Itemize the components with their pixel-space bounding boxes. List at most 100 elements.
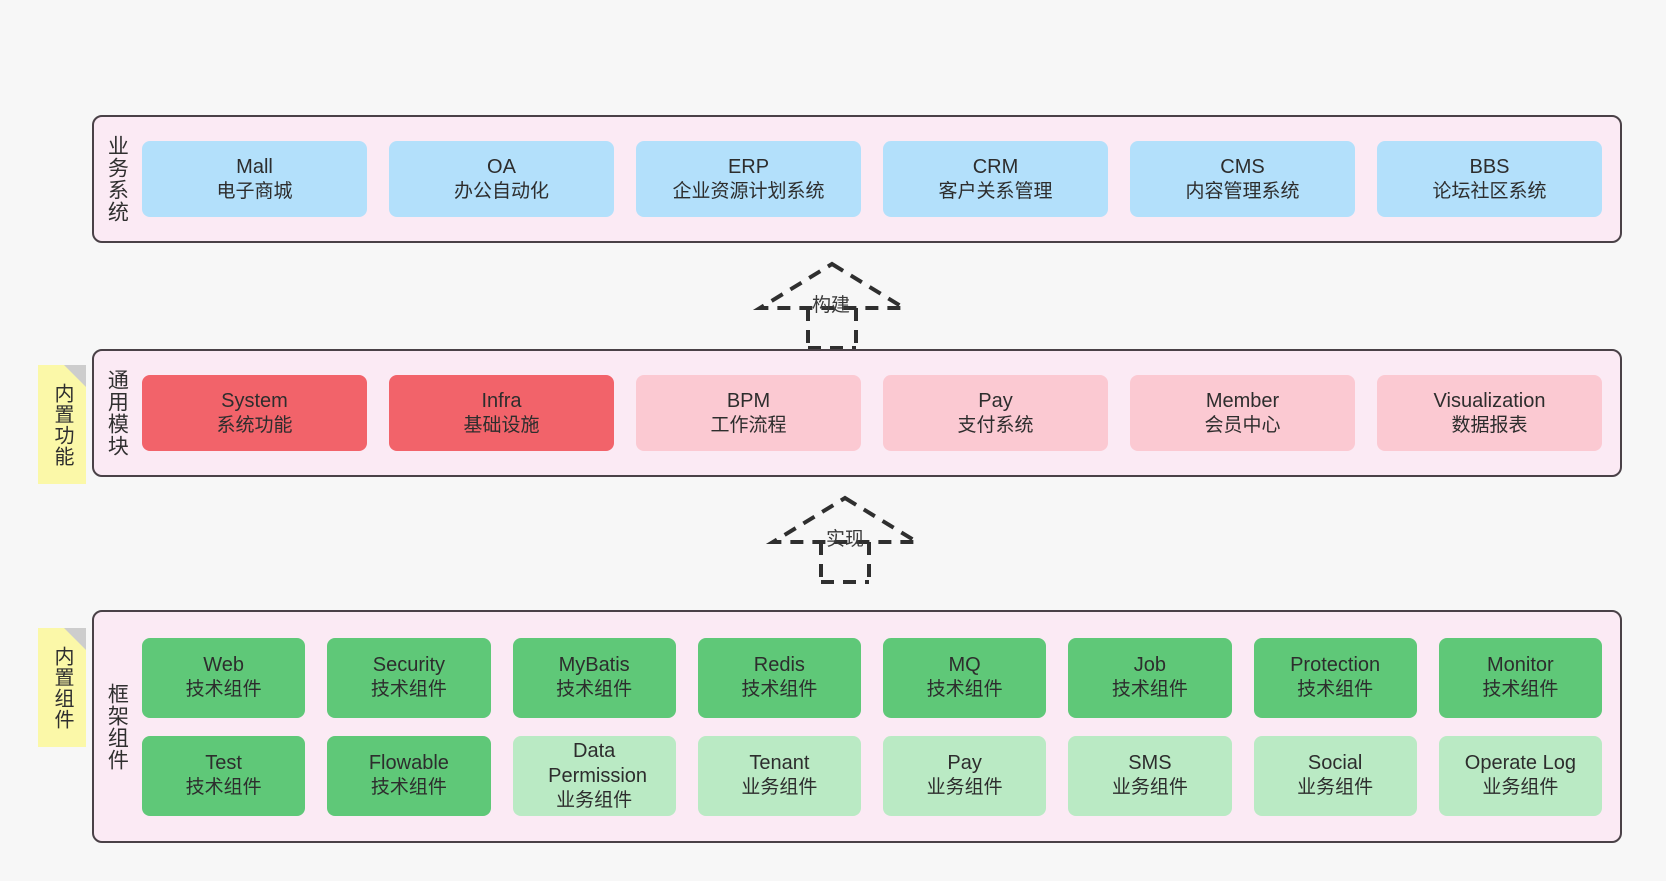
- card-row: Web 技术组件 Security 技术组件 MyBatis 技术组件 Redi…: [142, 637, 1602, 718]
- connector-build-arrow: [752, 261, 912, 350]
- card-title-en: Web: [203, 654, 244, 677]
- card-title-cn: 客户关系管理: [938, 180, 1053, 202]
- note-label: 内置功能: [51, 382, 73, 467]
- note-label: 内置组件: [51, 645, 73, 730]
- card-title-cn: 论坛社区系统: [1432, 180, 1547, 202]
- card-title-en: MQ: [948, 654, 981, 677]
- note-fold-corner-icon: [64, 628, 86, 650]
- card-title-cn: 支付系统: [957, 414, 1034, 436]
- layer-title-framework-component: 框架组件: [105, 682, 129, 771]
- card-title-en: Visualization: [1433, 389, 1546, 412]
- card-title-en: Monitor: [1487, 654, 1554, 677]
- card-sms[interactable]: SMS 业务组件: [1068, 735, 1232, 816]
- card-title-cn: 业务组件: [926, 777, 1003, 799]
- card-title-en: Infra: [481, 389, 522, 412]
- card-title-en: Tenant: [749, 752, 810, 775]
- note-builtin-component: 内置组件: [38, 628, 86, 747]
- card-title-cn: 技术组件: [926, 679, 1003, 701]
- card-title-cn: 技术组件: [370, 777, 447, 799]
- card-bbs[interactable]: BBS 论坛社区系统: [1377, 141, 1602, 217]
- card-title-en: Job: [1133, 654, 1166, 677]
- card-title-en: Pay: [947, 752, 982, 775]
- card-redis[interactable]: Redis 技术组件: [697, 637, 861, 718]
- layer-body-common-module: System 系统功能 Infra 基础设施 BPM 工作流程 Pay 支付系统…: [138, 351, 1620, 475]
- layer-business-system: 业务系统 Mall 电子商城 OA 办公自动化 ERP 企业资源计划系统 CRM…: [92, 115, 1622, 243]
- card-title-cn: 业务组件: [1482, 777, 1559, 799]
- card-web[interactable]: Web 技术组件: [142, 637, 306, 718]
- card-title-cn: 业务组件: [556, 789, 633, 811]
- card-cms[interactable]: CMS 内容管理系统: [1130, 141, 1355, 217]
- card-title-cn: 技术组件: [1111, 679, 1188, 701]
- layer-framework-component: 框架组件 Web 技术组件 Security 技术组件 MyBatis 技术组件…: [92, 610, 1622, 843]
- card-social[interactable]: Social 业务组件: [1253, 735, 1417, 816]
- card-title-en: BPM: [726, 389, 771, 412]
- card-title-cn: 办公自动化: [453, 180, 549, 202]
- card-pay[interactable]: Pay 支付系统: [883, 375, 1108, 451]
- card-visualization[interactable]: Visualization 数据报表: [1377, 375, 1602, 451]
- card-title-en: Flowable: [368, 752, 449, 775]
- card-title-en: System: [221, 389, 288, 412]
- card-title-en: Social: [1307, 752, 1363, 775]
- card-title-cn: 技术组件: [370, 679, 447, 701]
- connector-realize-arrow: [765, 495, 925, 584]
- card-row: System 系统功能 Infra 基础设施 BPM 工作流程 Pay 支付系统…: [142, 375, 1602, 451]
- layer-title-common-module: 通用模块: [105, 369, 129, 457]
- connector-build-label: 构建: [812, 295, 851, 316]
- card-title-en: SMS: [1128, 752, 1172, 775]
- card-protection[interactable]: Protection 技术组件: [1253, 637, 1417, 718]
- card-title-en: Member: [1205, 389, 1280, 412]
- card-title-cn: 业务组件: [1297, 777, 1374, 799]
- card-operate-log[interactable]: Operate Log 业务组件: [1438, 735, 1602, 816]
- card-monitor[interactable]: Monitor 技术组件: [1438, 637, 1602, 718]
- card-row: Mall 电子商城 OA 办公自动化 ERP 企业资源计划系统 CRM 客户关系…: [142, 141, 1602, 217]
- card-title-cn: 技术组件: [556, 679, 633, 701]
- card-title-en: Operate Log: [1464, 752, 1576, 775]
- card-member[interactable]: Member 会员中心: [1130, 375, 1355, 451]
- card-title-en: Protection: [1290, 654, 1381, 677]
- card-job[interactable]: Job 技术组件: [1068, 637, 1232, 718]
- card-title-cn: 技术组件: [1297, 679, 1374, 701]
- card-title-cn: 会员中心: [1204, 414, 1281, 436]
- card-title-cn: 技术组件: [1482, 679, 1559, 701]
- card-title-cn: 工作流程: [710, 414, 787, 436]
- card-mq[interactable]: MQ 技术组件: [883, 637, 1047, 718]
- layer-body-framework-component: Web 技术组件 Security 技术组件 MyBatis 技术组件 Redi…: [138, 612, 1620, 841]
- card-pay-business[interactable]: Pay 业务组件: [883, 735, 1047, 816]
- card-title-cn: 技术组件: [185, 777, 262, 799]
- card-title-en: Pay: [978, 389, 1013, 412]
- card-title-en: BBS: [1469, 155, 1510, 178]
- card-title-cn: 数据报表: [1451, 414, 1528, 436]
- card-oa[interactable]: OA 办公自动化: [389, 141, 614, 217]
- card-row: Test 技术组件 Flowable 技术组件 Data Permission …: [142, 735, 1602, 816]
- card-title-cn: 业务组件: [741, 777, 818, 799]
- card-security[interactable]: Security 技术组件: [327, 637, 491, 718]
- card-title-en: Test: [205, 752, 242, 775]
- card-title-cn: 系统功能: [216, 414, 293, 436]
- card-tenant[interactable]: Tenant 业务组件: [697, 735, 861, 816]
- card-bpm[interactable]: BPM 工作流程: [636, 375, 861, 451]
- layer-common-module: 通用模块 System 系统功能 Infra 基础设施 BPM 工作流程 Pay…: [92, 349, 1622, 477]
- card-mybatis[interactable]: MyBatis 技术组件: [512, 637, 676, 718]
- card-title-cn: 技术组件: [185, 679, 262, 701]
- card-title-cn: 企业资源计划系统: [672, 180, 825, 202]
- card-title-en: MyBatis: [558, 654, 630, 677]
- card-title-en: Security: [372, 654, 445, 677]
- card-erp[interactable]: ERP 企业资源计划系统: [636, 141, 861, 217]
- card-test[interactable]: Test 技术组件: [142, 735, 306, 816]
- card-mall[interactable]: Mall 电子商城: [142, 141, 367, 217]
- card-title-en: CMS: [1220, 155, 1265, 178]
- connector-realize-label: 实现: [826, 529, 865, 550]
- card-infra[interactable]: Infra 基础设施: [389, 375, 614, 451]
- card-title-cn: 业务组件: [1111, 777, 1188, 799]
- card-crm[interactable]: CRM 客户关系管理: [883, 141, 1108, 217]
- card-title-en: Data Permission: [548, 739, 648, 787]
- card-flowable[interactable]: Flowable 技术组件: [327, 735, 491, 816]
- card-title-en: ERP: [727, 155, 770, 178]
- card-title-cn: 基础设施: [463, 414, 540, 436]
- card-title-en: Redis: [753, 654, 805, 677]
- card-title-cn: 技术组件: [741, 679, 818, 701]
- card-data-permission[interactable]: Data Permission 业务组件: [512, 735, 676, 816]
- note-fold-corner-icon: [64, 365, 86, 387]
- card-system[interactable]: System 系统功能: [142, 375, 367, 451]
